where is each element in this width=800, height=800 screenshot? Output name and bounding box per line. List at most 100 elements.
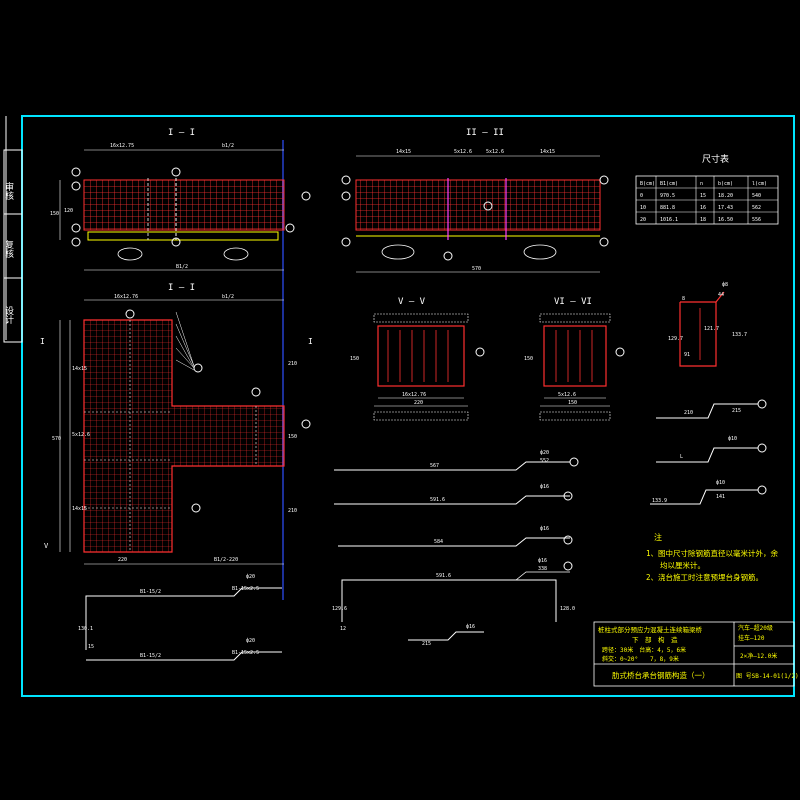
sidebar-signoff: 审核 复核 设计 (3, 149, 23, 343)
table-cell: 18 (700, 217, 706, 223)
dim-plan-right-1: 210 (288, 361, 297, 367)
dim-plan-left-3: 14x15 (72, 506, 87, 512)
table-cell: 15 (700, 193, 706, 199)
table-header-cell: b(cm) (718, 181, 733, 187)
notes-title: 注 (654, 532, 662, 542)
rebar-9-dia: ф16 (466, 624, 475, 630)
dim-top-right-1: 14x15 (396, 149, 411, 155)
dim-top-right-2: 5x12.6 (454, 149, 472, 155)
table-cell: 540 (752, 193, 761, 199)
table-header-cell: B1(cm) (660, 181, 678, 187)
drawing-frame (21, 115, 795, 697)
note-2: 2、浇台施工时注意预埋台身钢筋。 (646, 572, 763, 582)
section-top-left: I — I 16x12.75 b1/2 B1/2 150 120 (50, 128, 311, 271)
dim-top-left-2: b1/2 (222, 143, 234, 149)
dim-plan-right-3: 210 (288, 508, 297, 514)
dim-top-left-h: 150 (50, 211, 59, 217)
dim-plan-top-2: b1/2 (222, 294, 234, 300)
table-cell: 970.5 (660, 193, 675, 199)
plan-view: I — I 16x12.76 b1/2 14x15 5x12.6 14x15 5… (40, 283, 313, 565)
mark-plan-I-2: I (308, 337, 313, 346)
rebar-9-len: 215 (422, 641, 431, 647)
dim-sec5-h: 150 (350, 356, 359, 362)
table-cell: 16.50 (718, 217, 733, 223)
stirrup-corner: 8 (682, 296, 685, 302)
rebar-7-h1: 129.6 (332, 606, 347, 612)
bar-d2-dia: ф20 (246, 638, 255, 644)
dim-sec6-total: 150 (568, 400, 577, 406)
rebar-7-dia: ф16 (538, 558, 547, 564)
section-label-55: V — V (398, 297, 426, 307)
table-cell: 17.43 (718, 205, 733, 211)
sidebar-check: 复核 (3, 239, 14, 259)
table-cell: 0 (640, 193, 643, 199)
tb-line2: 下 部 构 造 (632, 635, 678, 644)
bar-d1-left: B1-15/2 (140, 589, 161, 595)
rebar-6-val: 215 (732, 408, 741, 414)
title-block: 桩柱式部分预应力混凝土连续箱梁桥 下 部 构 造 跨径：30米 台高：4，5，6… (593, 621, 799, 687)
table-title: 尺寸表 (702, 153, 729, 165)
stirrup-left-h: 129.7 (668, 336, 683, 342)
table-cell: 20 (640, 217, 646, 223)
table-header-cell: l(cm) (752, 181, 767, 187)
dim-plan-left-2: 5x12.6 (72, 432, 90, 438)
tb-line1: 桩柱式部分预应力混凝土连续箱梁桥 (598, 625, 703, 634)
dim-sec5-total: 220 (414, 400, 423, 406)
section-66: VI — VI 5x12.6 150 150 (524, 297, 625, 421)
section-55: V — V 16x12.76 220 150 (350, 297, 485, 421)
rebar-shapes: 567 ф20 552 591.6 ф16 584 ф16 591.6 ф16 … (332, 399, 767, 647)
note-1: 1、图中尺寸除钢筋直径以毫米计外，余 (646, 548, 779, 558)
rebar-10-dia: ф10 (716, 480, 725, 486)
stirrup-bottom: 91 (684, 352, 690, 358)
rebar-6-len: 210 (684, 410, 693, 416)
section-label-top-right: II — II (466, 128, 504, 138)
rebar-7-val: 338 (538, 566, 547, 572)
rebar-7-len: 591.6 (436, 573, 451, 579)
notes: 注 1、图中尺寸除钢筋直径以毫米计外，余 均以厘米计。 2、浇台施工时注意预埋台… (646, 532, 779, 582)
dim-plan-left-1: 14x15 (72, 366, 87, 372)
dim-plan-bottom-2: B1/2-220 (214, 557, 238, 563)
dim-plan-left-total: 570 (52, 436, 61, 442)
rebar-10-len: 141 (716, 494, 725, 500)
dim-top-right-3: 5x12.6 (486, 149, 504, 155)
bar-d1-h: 130.1 (78, 626, 93, 632)
tb-main: 肋式桥台承台钢筋构造（一） (612, 670, 710, 680)
rebar-10-val: 133.9 (652, 498, 667, 504)
stirrup-inner-h: 121.7 (704, 326, 719, 332)
section-label-plan: I — I (168, 283, 195, 293)
section-top-right: II — II 14x15 5x12.6 5x12.6 14x15 570 (341, 128, 609, 273)
dim-plan-bottom-1: 220 (118, 557, 127, 563)
dim-top-left-bottom: B1/2 (176, 264, 188, 270)
bar-d2-h: 15 (88, 644, 94, 650)
rebar-7-h2: 128.0 (560, 606, 575, 612)
table-cell: 16 (700, 205, 706, 211)
tb-line3b: 斜交：0~20° 7，8，9米 (602, 655, 679, 663)
table-cell: 556 (752, 217, 761, 223)
stirrup-right-h: 133.7 (732, 332, 747, 338)
note-1b: 均以厘米计。 (660, 560, 705, 570)
rebar-8-len: L (680, 454, 683, 460)
table-cell: 881.8 (660, 205, 675, 211)
sidebar-design: 设计 (3, 306, 14, 325)
dim-top-left-h2: 120 (64, 208, 73, 214)
table-cell: 562 (752, 205, 761, 211)
bar-d1-dia: ф20 (246, 574, 255, 580)
stirrup-dia: ф8 (722, 282, 728, 288)
tb-right1: 汽车—超20级 (738, 624, 773, 632)
dim-sec6-h: 150 (524, 356, 533, 362)
tb-drawing-no: 图 号SB-14-01(1/2) (736, 673, 799, 680)
rebar-5-dia: ф16 (540, 526, 549, 532)
table-cell: 18.20 (718, 193, 733, 199)
section-label-top-left: I — I (168, 128, 195, 138)
dim-top-right-4: 14x15 (540, 149, 555, 155)
rebar-8-dia: ф10 (728, 436, 737, 442)
dim-sec5-w: 16x12.76 (402, 392, 426, 398)
bar-d2-len: B1-15x2.5 (232, 650, 259, 656)
stirrup-detail: ф8 44 8 129.7 121.7 133.7 91 (668, 282, 747, 367)
dim-top-right-bottom: 570 (472, 266, 481, 272)
bar-d1-len: B1-15x2.5 (232, 586, 259, 592)
dim-sec6-w: 5x12.6 (558, 392, 576, 398)
rebar-1-len: 567 (430, 463, 439, 469)
